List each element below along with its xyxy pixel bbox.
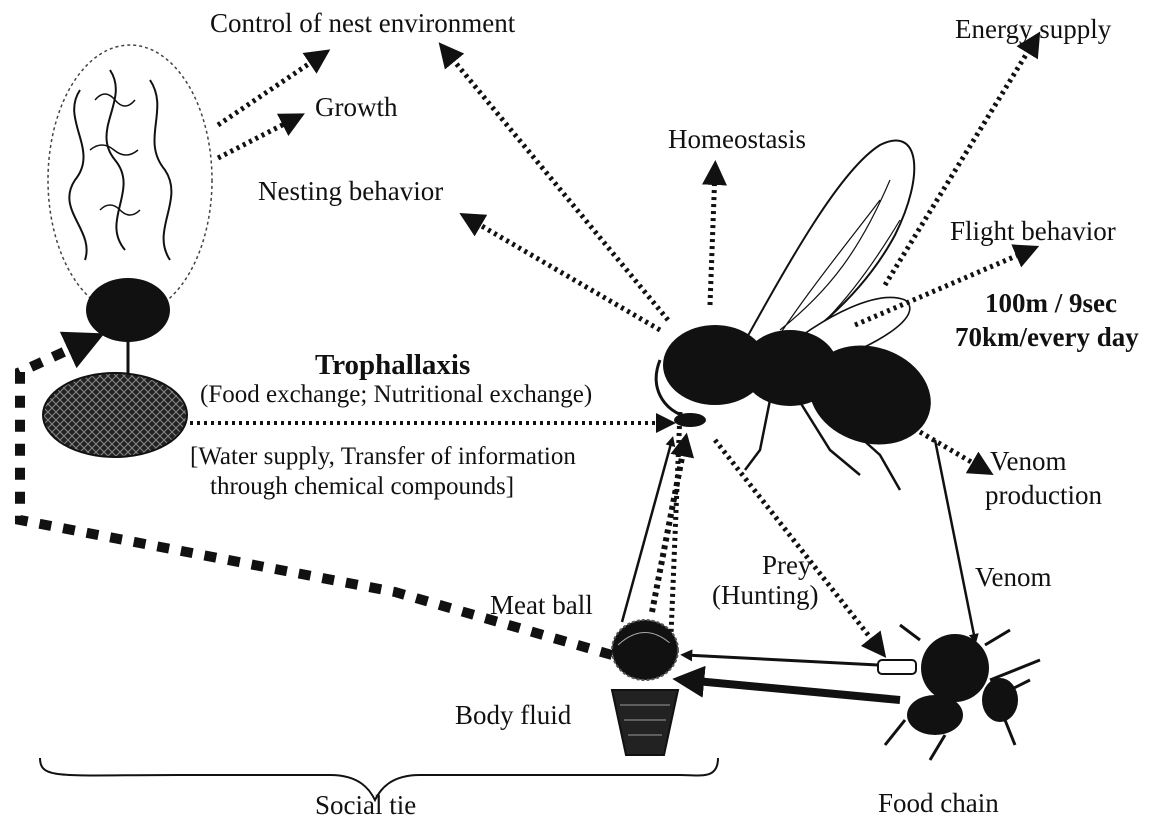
arrow-meat-ball-solid	[622, 440, 672, 622]
label-trophallaxis-sub: (Food exchange; Nutritional exchange)	[200, 380, 592, 410]
arrow-food-to-fluid	[685, 680, 900, 700]
label-food-chain: Food chain	[878, 788, 999, 818]
label-body-fluid: Body fluid	[455, 700, 571, 730]
label-nesting-behavior: Nesting behavior	[258, 176, 443, 206]
body-fluid-illustration	[612, 690, 678, 755]
hornet-illustration	[656, 141, 944, 490]
prey-insects-illustration	[878, 625, 1040, 760]
larva-cell-illustration	[48, 45, 212, 378]
label-meat-ball: Meat ball	[490, 590, 593, 620]
label-trophallaxis: Trophallaxis	[315, 350, 470, 380]
arrow-meat-ball-dotted	[652, 442, 685, 612]
arrow-food-to-meat	[685, 655, 878, 665]
label-venom-production-2: production	[985, 480, 1102, 510]
growth-arrows	[218, 55, 322, 158]
label-bracket-line1: [Water supply, Transfer of information	[190, 442, 576, 472]
arrow-homeostasis	[710, 170, 715, 305]
arrow-control-nest	[445, 50, 668, 320]
label-venom-production-1: Venom	[990, 446, 1067, 476]
label-flight-distance: 70km/every day	[955, 322, 1139, 352]
label-prey: Prey	[762, 550, 812, 580]
arrow-venom-production	[920, 432, 985, 470]
arrow-meat-ball-up	[670, 412, 680, 660]
label-flight-behavior: Flight behavior	[950, 216, 1116, 246]
label-venom: Venom	[975, 562, 1052, 592]
label-control-nest: Control of nest environment	[210, 8, 515, 38]
label-energy-supply: Energy supply	[955, 14, 1111, 44]
arrow-venom	[935, 440, 975, 640]
label-social-tie: Social tie	[315, 790, 416, 820]
label-flight-speed: 100m / 9sec	[985, 288, 1117, 318]
label-growth: Growth	[315, 92, 398, 122]
label-bracket-line2: through chemical compounds]	[210, 472, 514, 502]
label-hunting: (Hunting)	[712, 580, 818, 610]
honeycomb-illustration	[43, 373, 187, 457]
label-homeostasis: Homeostasis	[668, 124, 806, 154]
